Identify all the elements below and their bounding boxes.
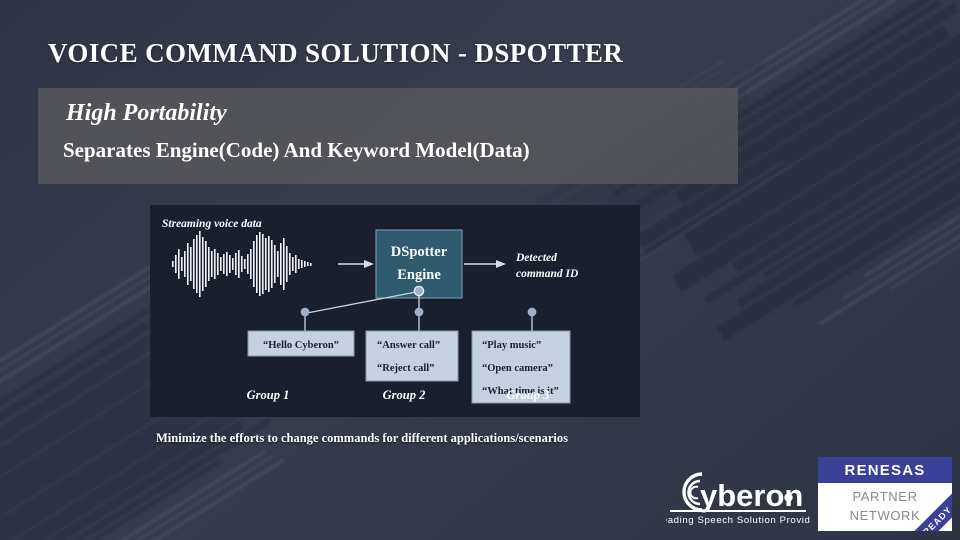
group-1-box: “Hello Cyberon” [247,330,355,357]
architecture-diagram: Streaming voice data [162,218,579,404]
arrow-engine-to-output [464,260,506,268]
page-title: VOICE COMMAND SOLUTION - DSPOTTER [48,38,624,68]
subtitle-detail: Separates Engine(Code) And Keyword Model… [63,138,530,162]
group-1-command-1: “Hello Cyberon” [263,340,339,351]
cyberon-dot-icon [784,493,793,502]
subtitle-heading: High Portability [66,100,227,126]
renesas-body-text: PARTNER NETWORK [818,487,952,525]
renesas-body: PARTNER NETWORK READY [818,483,952,531]
engine-label-line1: DSpotter [391,244,448,260]
cyberon-rule [670,510,806,512]
renesas-brand: RENESAS [844,461,926,479]
renesas-partner-network-badge: RENESAS PARTNER NETWORK READY [818,457,952,531]
diagram-panel: Streaming voice data [150,205,640,417]
group-2-label: Group 2 [383,388,426,402]
group-3-command-1: “Play music” [482,340,541,351]
connector-hub-node [413,285,425,297]
connector-node-group-2 [414,307,424,317]
subtitle-band: High Portability Separates Engine(Code) … [38,88,738,184]
group-2-command-1: “Answer call” [377,340,440,351]
connector-node-group-3 [527,307,537,317]
group-3-label: Group 3 [507,388,550,402]
renesas-header: RENESAS [818,457,952,483]
group-2-box: “Answer call” “Reject call” [365,330,459,382]
streaming-voice-data-label: Streaming voice data [162,218,262,230]
group-3-command-2: “Open camera” [482,363,553,374]
engine-label-line2: Engine [397,267,441,283]
arrow-input-to-engine [338,260,374,268]
connector-node-group-1 [300,307,310,317]
group-3-box: “Play music” “Open camera” “What time is… [471,330,571,404]
diagram-caption: Minimize the efforts to change commands … [156,431,568,445]
renesas-line-2: NETWORK [849,508,921,523]
dspotter-engine-box: DSpotter Engine [375,229,463,299]
group-2-command-2: “Reject call” [377,363,434,374]
detected-command-label-line2: command ID [516,268,579,280]
group-1-label: Group 1 [247,388,290,402]
group-3-command-3: “What time is it” [482,386,559,397]
cyberon-logo: yberon Leading Speech Solution Provider [666,472,810,526]
renesas-line-1: PARTNER [852,489,918,504]
cyberon-c-icon [682,472,703,512]
cyberon-tagline: Leading Speech Solution Provider [666,515,810,526]
group-connectors [304,289,533,331]
audio-waveform-icon [172,231,312,297]
detected-command-label-line1: Detected [515,252,557,264]
